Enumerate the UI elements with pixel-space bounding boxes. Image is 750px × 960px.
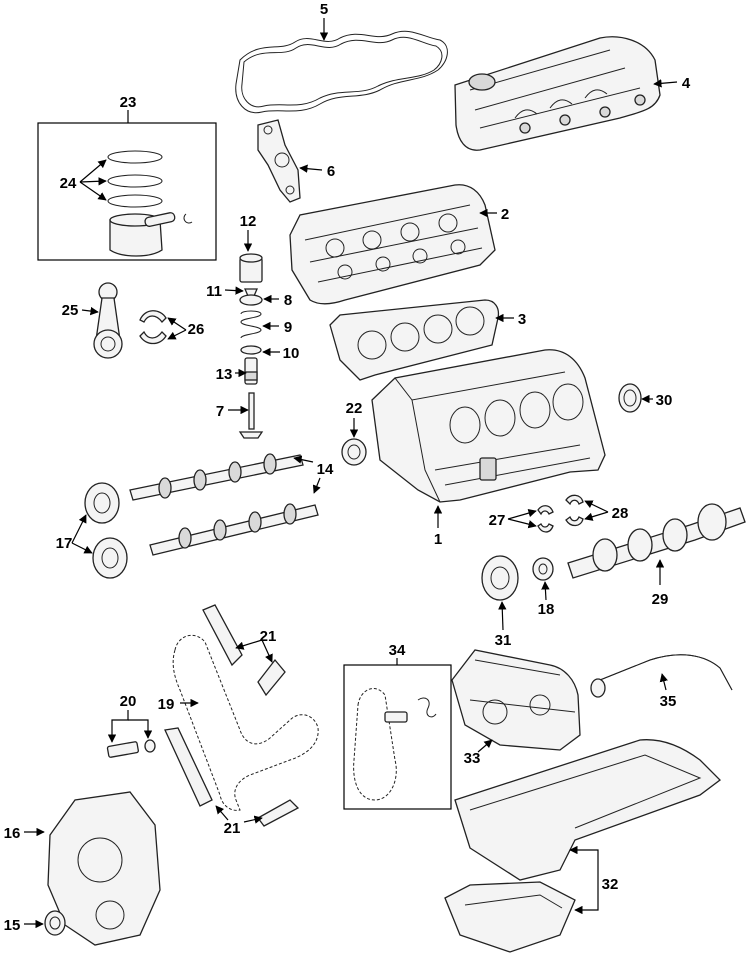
crankshaft	[567, 503, 746, 579]
callout-21-upper: 21	[260, 628, 277, 645]
valve-cover	[454, 36, 661, 151]
callout-5: 5	[320, 1, 328, 18]
callout-17: 17	[56, 535, 73, 552]
cam-adjusters	[84, 482, 128, 579]
callout-8: 8	[284, 292, 292, 309]
valve	[238, 392, 264, 439]
callout-11: 11	[206, 283, 222, 300]
valve-lifter	[239, 253, 263, 283]
valve-spring	[240, 310, 262, 339]
callout-34: 34	[389, 642, 406, 659]
crank-sprocket	[532, 557, 554, 581]
callout-22: 22	[346, 400, 363, 417]
callout-19: 19	[158, 696, 175, 713]
callout-27: 27	[489, 512, 506, 529]
cover-plate	[257, 119, 301, 203]
callout-29: 29	[652, 591, 669, 608]
callout-20: 20	[120, 693, 137, 710]
timing-cover	[47, 791, 161, 946]
callout-15: 15	[4, 917, 21, 934]
valve-spring-retainer	[239, 294, 263, 306]
timing-chain-guide-lower	[164, 727, 300, 827]
rear-seal	[618, 383, 642, 413]
oil-tube	[590, 654, 733, 698]
oil-pump	[451, 649, 581, 751]
callout-14: 14	[317, 461, 334, 478]
callout-18: 18	[538, 601, 555, 618]
piston-kit-box	[37, 122, 217, 261]
callout-25: 25	[62, 302, 79, 319]
front-seal	[341, 438, 367, 466]
callout-6: 6	[327, 163, 335, 180]
leader-lines	[24, 18, 678, 929]
head-gasket	[329, 299, 500, 381]
valve-guide	[244, 357, 258, 385]
timing-chain-guide-upper	[202, 604, 286, 697]
callout-3: 3	[518, 311, 526, 328]
rod-bearings	[139, 310, 167, 345]
callout-10: 10	[283, 345, 300, 362]
callout-12: 12	[240, 213, 257, 230]
callout-9: 9	[284, 319, 292, 336]
crank-front-seal	[44, 910, 66, 936]
engine-block	[371, 349, 606, 503]
callout-26: 26	[188, 321, 205, 338]
callout-21-lower: 21	[224, 820, 241, 837]
oil-pan	[444, 739, 721, 953]
callout-30: 30	[656, 392, 673, 409]
callout-32: 32	[602, 876, 619, 893]
callout-23: 23	[120, 94, 137, 111]
callout-7: 7	[216, 403, 224, 420]
callout-33: 33	[464, 750, 481, 767]
callout-2: 2	[501, 206, 509, 223]
callout-labels: 1 2 3 4 5 6 7 8 9 10 11 12 13 14 15 16 1…	[4, 1, 691, 934]
camshafts	[129, 453, 319, 556]
crank-pulley	[481, 555, 519, 601]
callout-31: 31	[495, 632, 512, 649]
callout-13: 13	[216, 366, 233, 383]
timing-chain	[172, 634, 319, 811]
connecting-rod	[93, 282, 123, 359]
main-bearings	[537, 494, 584, 533]
callout-24: 24	[60, 175, 77, 192]
valve-spring-seat	[240, 345, 262, 355]
callout-35: 35	[660, 693, 677, 710]
callout-1: 1	[434, 531, 442, 548]
valve-cover-gasket	[235, 30, 448, 114]
callout-4: 4	[682, 75, 691, 92]
cylinder-head	[289, 184, 496, 305]
callout-16: 16	[4, 825, 21, 842]
oil-pump-chain-box	[343, 664, 452, 810]
chain-tensioner	[106, 739, 156, 758]
callout-28: 28	[612, 505, 629, 522]
